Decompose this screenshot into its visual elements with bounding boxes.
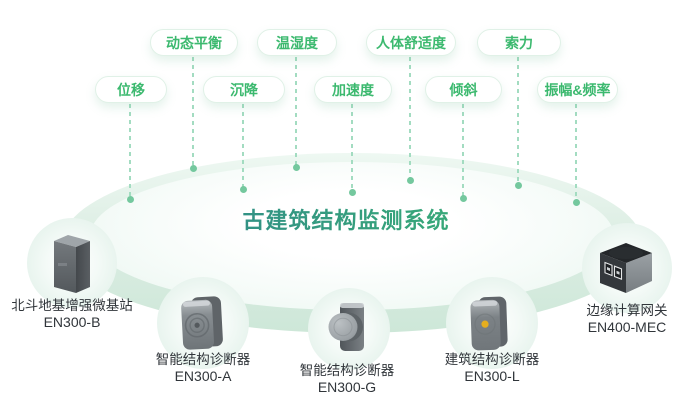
device-model: EN300-A (174, 368, 232, 384)
connector-dot (190, 165, 197, 172)
sensor-tag-amplitude-frequency: 振幅&频率 (537, 76, 618, 103)
connector-dot (573, 199, 580, 206)
dashed-connector (517, 57, 519, 185)
sensor-tag-acceleration: 加速度 (314, 76, 392, 103)
connector-dot (407, 177, 414, 184)
device-label-diagnoser-g: 智能结构诊断器 EN300-G (277, 362, 417, 396)
diagnoser-g-device-icon (328, 303, 364, 351)
connector-dot (240, 186, 247, 193)
dashed-connector (351, 104, 353, 192)
device-name: 建筑结构诊断器 (444, 352, 540, 367)
device-label-base-station: 北斗地基增强微基站 EN300-B (2, 297, 142, 331)
connector-dot (460, 195, 467, 202)
system-title: 古建筑结构监测系统 (0, 203, 692, 235)
sensor-tag-human-comfort: 人体舒适度 (366, 29, 456, 56)
device-name: 边缘计算网关 (586, 303, 668, 318)
dashed-connector (192, 57, 194, 168)
connector-dot (127, 196, 134, 203)
gateway-device-icon (600, 243, 652, 293)
sensor-tag-cable-force: 索力 (477, 29, 561, 56)
connector-dot (349, 189, 356, 196)
device-model: EN400-MEC (587, 319, 667, 335)
dashed-connector (129, 104, 131, 199)
dashed-connector (462, 104, 464, 198)
device-name: 智能结构诊断器 (155, 352, 251, 367)
sensor-tag-tilt: 倾斜 (425, 76, 502, 103)
dashed-connector (242, 104, 244, 189)
connector-dot (293, 164, 300, 171)
device-label-gateway: 边缘计算网关 EN400-MEC (557, 302, 692, 336)
dashed-connector (409, 57, 411, 180)
sensor-tag-settlement: 沉降 (203, 76, 285, 103)
base-station-device-icon (54, 235, 90, 293)
sensor-tag-temp-humidity: 温湿度 (257, 29, 337, 56)
device-name: 智能结构诊断器 (299, 363, 395, 378)
device-label-diagnoser-a: 智能结构诊断器 EN300-A (133, 351, 273, 385)
device-model: EN300-G (317, 379, 377, 395)
connector-dot (515, 182, 522, 189)
dashed-connector (575, 104, 577, 202)
device-name: 北斗地基增强微基站 (11, 298, 133, 313)
device-label-diagnoser-l: 建筑结构诊断器 EN300-L (422, 351, 562, 385)
device-model: EN300-B (43, 314, 101, 330)
dashed-connector (295, 57, 297, 167)
diagnoser-l-device-icon (470, 296, 508, 351)
device-model: EN300-L (464, 368, 520, 384)
sensor-tag-displacement: 位移 (95, 76, 167, 103)
sensor-tag-dynamic-balance: 动态平衡 (150, 29, 238, 56)
diagnoser-a-device-icon (181, 296, 223, 350)
